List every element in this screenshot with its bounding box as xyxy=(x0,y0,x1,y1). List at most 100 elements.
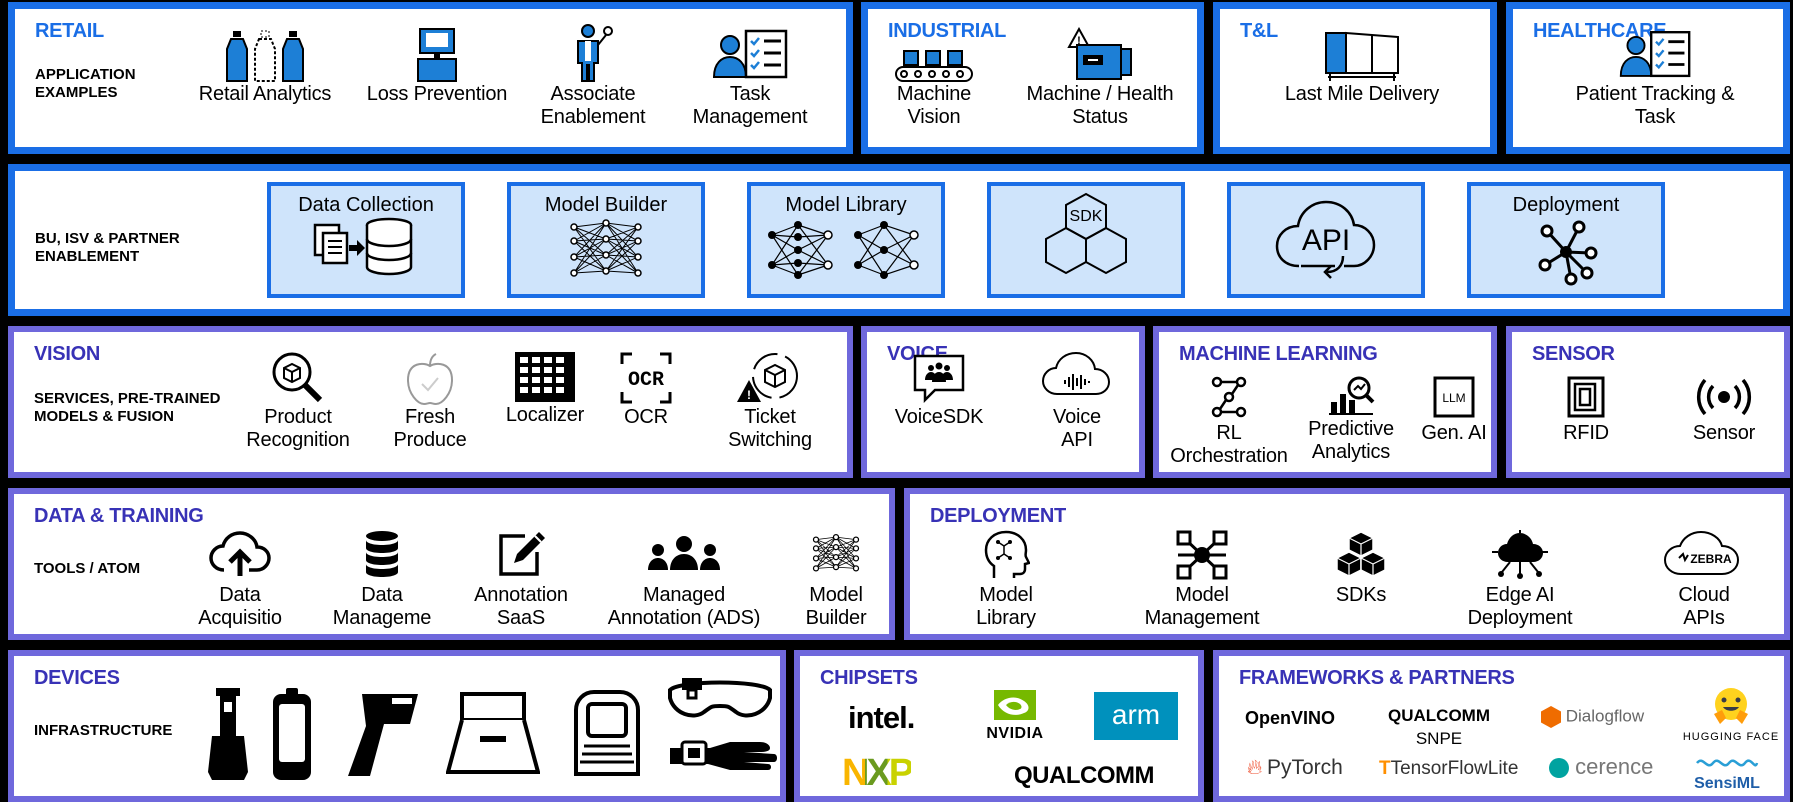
arm-logo: arm xyxy=(1094,692,1178,740)
svg-text:OCR: OCR xyxy=(628,369,664,392)
chipsets-title: CHIPSETS xyxy=(820,667,918,689)
gen-ai[interactable]: LLM Gen. AI xyxy=(1404,376,1504,445)
sdk-hexagons-icon: SDK xyxy=(1045,192,1127,275)
last-mile-delivery[interactable]: Last Mile Delivery xyxy=(1262,27,1462,106)
item-label: Last Mile Delivery xyxy=(1284,83,1440,105)
ml-title: MACHINE LEARNING xyxy=(1179,343,1378,365)
sdks[interactable]: SDKs xyxy=(1281,530,1441,607)
sdk-text: SDK xyxy=(1070,208,1103,225)
pytorch-logo: 🔥︎ xyxy=(1247,756,1262,780)
network-hub-icon xyxy=(1538,220,1598,286)
checkout-scanner-icon xyxy=(574,690,640,776)
retail-analytics[interactable]: Retail Analytics xyxy=(185,27,345,106)
openvino-logo: OpenVINO xyxy=(1245,708,1336,728)
associate-icon xyxy=(577,24,613,82)
item-label: Localizer xyxy=(505,404,585,426)
box-label: Model Library xyxy=(785,194,907,216)
item-label: Patient Tracking &Task xyxy=(1575,83,1735,128)
box-label: Model Builder xyxy=(544,194,668,216)
svg-text:!: ! xyxy=(1077,35,1081,47)
frameworks-panel: FRAMEWORKS & PARTNERS OpenVINO QUALCOMM … xyxy=(1213,650,1790,802)
analytics-magnifier-icon xyxy=(1329,376,1375,415)
nxp-logo: NXP xyxy=(842,752,914,794)
loss-prevention[interactable]: Loss Prevention xyxy=(357,27,517,106)
pytorch-flame-icon: 🔥︎ xyxy=(1247,756,1263,779)
sensor[interactable]: Sensor xyxy=(1644,376,1793,445)
model-builder-box[interactable]: Model Builder xyxy=(507,182,705,298)
data-collection-icon xyxy=(313,217,413,276)
team-icon xyxy=(648,536,720,570)
neural-net-icon xyxy=(570,219,642,277)
ocr[interactable]: OCR OCR xyxy=(566,350,726,429)
neural-net-small-icon xyxy=(812,534,860,572)
grid-icon xyxy=(515,352,575,402)
box-label: Data Collection xyxy=(298,194,434,216)
voice-sdk[interactable]: VoiceSDK xyxy=(859,350,1019,429)
sensiml-logo: SensiML xyxy=(1689,756,1765,793)
patient-tracking-icon xyxy=(1619,31,1691,78)
sensor-panel: SENSOR RFID Sensor xyxy=(1506,326,1790,478)
hugging-face-emoji-icon xyxy=(1714,688,1748,724)
data-collection-box[interactable]: Data Collection xyxy=(267,182,465,298)
api-box[interactable]: API xyxy=(1227,182,1425,298)
model-library-box[interactable]: Model Library xyxy=(747,182,945,298)
item-label: Loss Prevention xyxy=(366,83,508,105)
item-label: Retail Analytics xyxy=(198,83,332,105)
item-label: OCR xyxy=(624,406,668,428)
apple-icon xyxy=(406,353,454,406)
delivery-locker-icon xyxy=(1325,31,1399,81)
industrial-title: INDUSTRIAL xyxy=(888,20,1007,42)
rfid[interactable]: RFID xyxy=(1506,376,1666,445)
api-cloud-icon: API xyxy=(1275,200,1376,279)
chat-people-icon xyxy=(913,354,965,404)
sdk-box[interactable]: SDK xyxy=(987,182,1185,298)
tensorflow-icon: T xyxy=(1379,758,1391,779)
cluster-network-icon xyxy=(1176,530,1228,580)
data-training-title: DATA & TRAINING xyxy=(34,505,204,527)
tl-title: T&L xyxy=(1240,20,1278,42)
deployment-box[interactable]: Deployment xyxy=(1467,182,1665,298)
box-label: Deployment xyxy=(1512,194,1620,216)
edge-cloud-icon xyxy=(1492,530,1548,579)
item-label: VoiceSDK xyxy=(894,406,984,428)
vision-title: VISION xyxy=(34,343,100,365)
localizer[interactable]: Localizer xyxy=(465,350,625,427)
sensor-title: SENSOR xyxy=(1532,343,1615,365)
zebra-cloud-icon: ZEBRA xyxy=(1663,530,1740,575)
patient-tracking[interactable]: Patient Tracking &Task xyxy=(1545,27,1765,129)
tensorflow-lite-logo: TTensorFlowLite xyxy=(1379,758,1519,779)
